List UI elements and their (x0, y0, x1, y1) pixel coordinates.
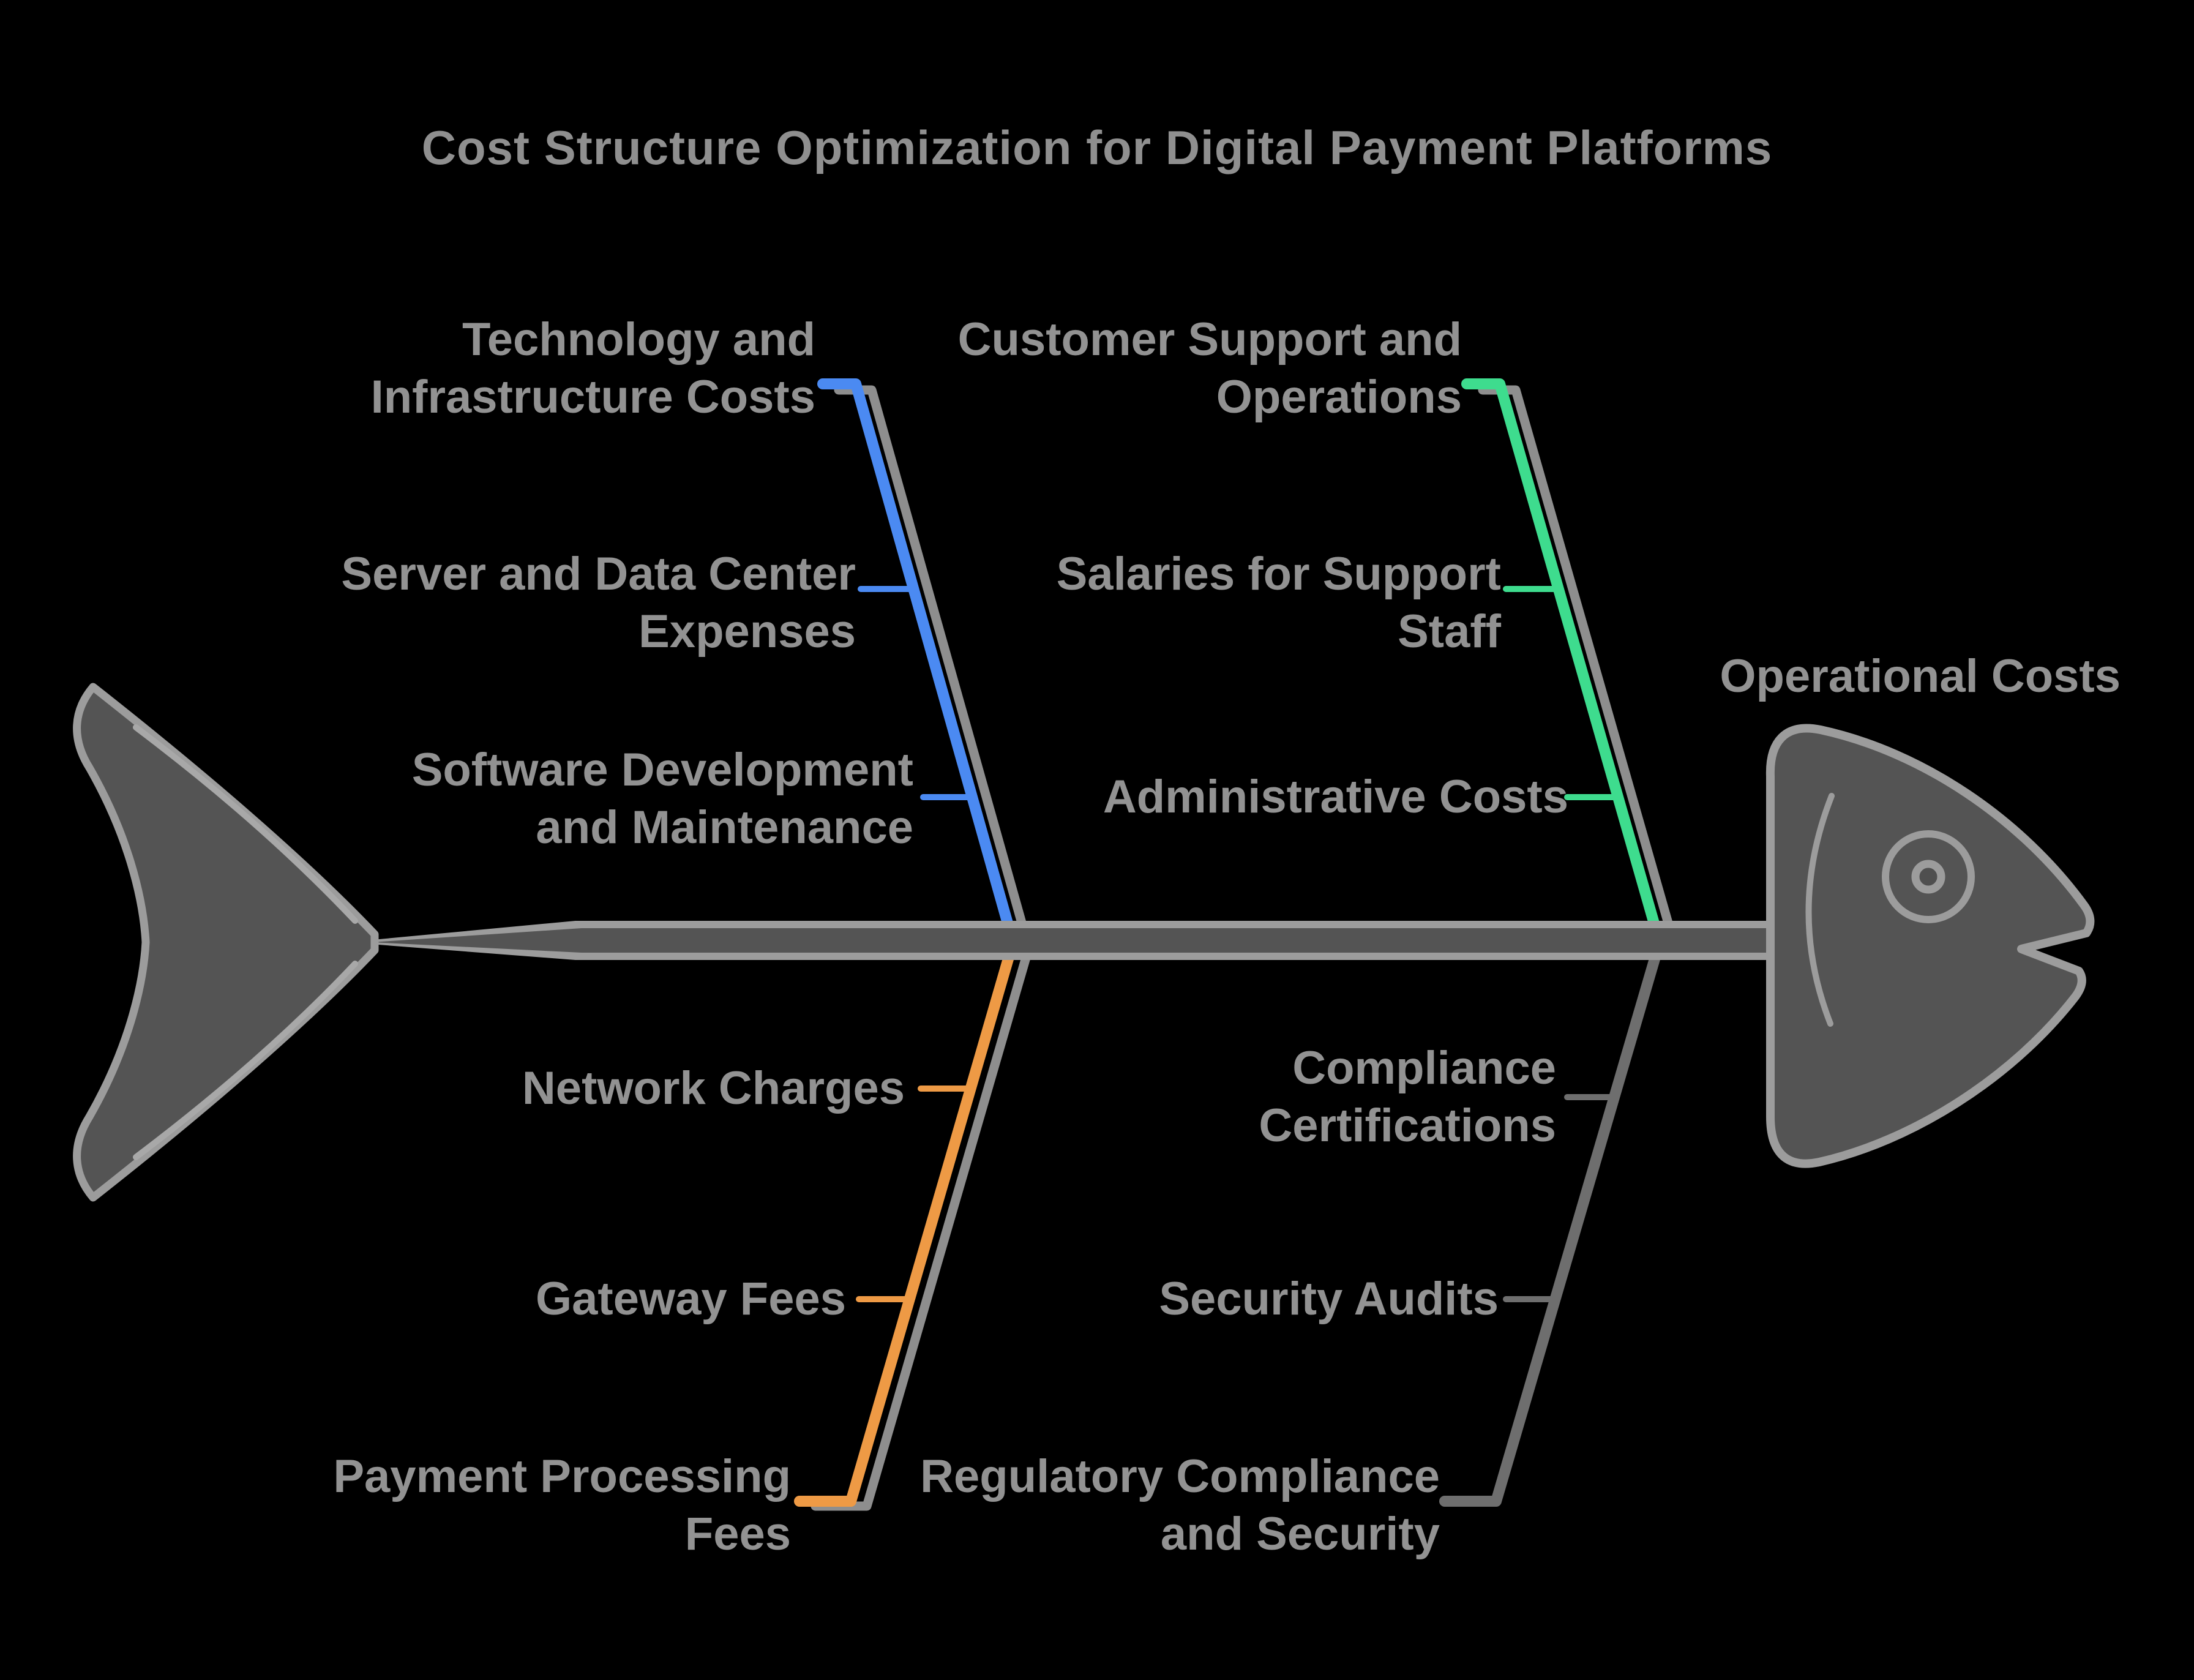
cause-label-gateway-fees: Gateway Fees (536, 1273, 846, 1325)
branch-regulatory-bone-group (1439, 947, 1662, 1507)
category-label-regulatory-compliance: Regulatory Compliance and Security (920, 1450, 1440, 1560)
cause-label-salaries-support-staff: Salaries for Support Staff (1056, 548, 1501, 658)
fish-head (1765, 724, 2095, 1168)
cause-label-compliance-certifications: Compliance Certifications (1259, 1042, 1556, 1152)
cause-label-network-charges: Network Charges (522, 1062, 905, 1114)
category-label-technology: Technology and Infrastructure Costs (370, 313, 815, 423)
head-shape (1765, 724, 2095, 1168)
spine-fill (372, 928, 1772, 953)
category-label-customer-support: Customer Support and Operations (957, 313, 1462, 423)
head-label-operational-costs: Operational Costs (1720, 650, 2121, 702)
tail-shape (73, 683, 379, 1202)
fishbone-spine (346, 921, 1775, 960)
fish-tail (73, 683, 379, 1202)
gill-line (1805, 793, 1835, 1027)
branch-technology-bone-shadow (834, 385, 1031, 943)
cause-label-administrative-costs: Administrative Costs (1103, 771, 1568, 823)
branch-customer-support-bone-shadow (1478, 385, 1677, 943)
tail-inner-line-top (133, 724, 358, 924)
branch-technology-bone (817, 378, 1016, 937)
cause-label-security-audits: Security Audits (1159, 1273, 1499, 1325)
branch-customer-support-bone (1461, 378, 1662, 937)
branch-regulatory-bone (1439, 947, 1662, 1507)
diagram-title: Cost Structure Optimization for Digital … (421, 121, 1773, 174)
branch-technology-bone-group (817, 378, 1031, 943)
branch-payment-processing-bone (794, 947, 1016, 1507)
cause-label-software-development: Software Development and Maintenance (411, 744, 913, 853)
category-label-payment-processing: Payment Processing Fees (333, 1450, 791, 1560)
branch-payment-processing-bone-group (794, 947, 1031, 1511)
branch-customer-support-bone-group (1461, 378, 1677, 943)
fish-eye-pupil (1911, 860, 1945, 894)
cause-label-server-data-center: Server and Data Center Expenses (341, 548, 856, 658)
tail-inner-line-bottom (133, 961, 358, 1160)
